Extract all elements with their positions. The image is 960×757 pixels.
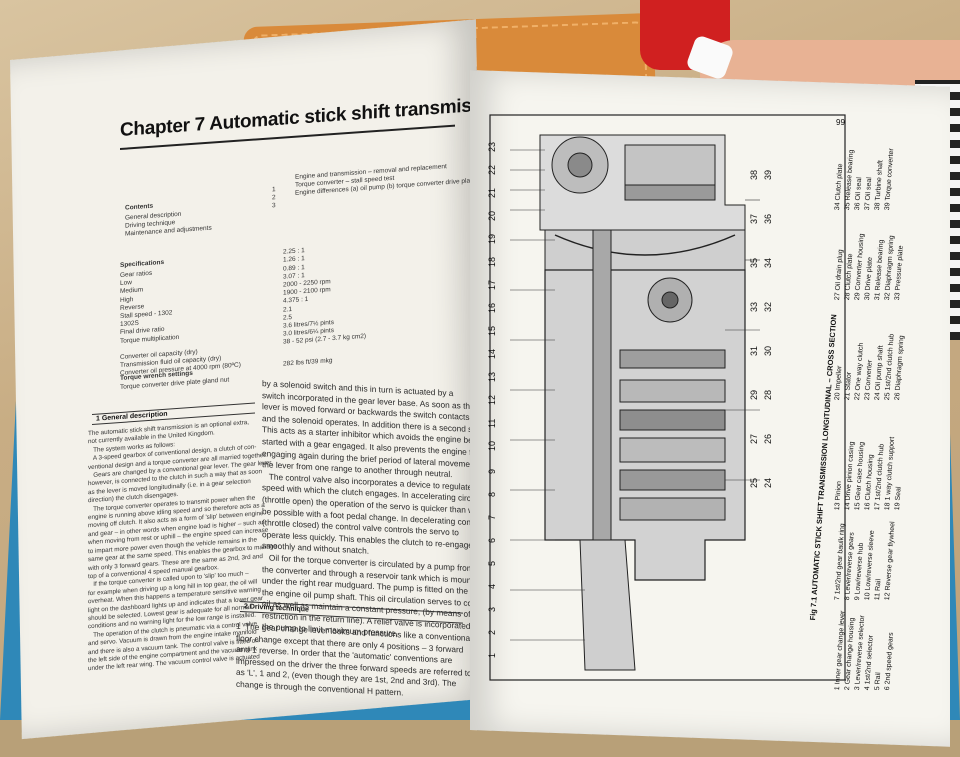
callout-number: 9: [487, 469, 497, 474]
callout-number: 8: [487, 492, 497, 497]
callout-number: 19: [487, 234, 497, 244]
page-number: 99: [836, 118, 845, 127]
callout-number: 39: [763, 170, 773, 180]
section-2-text: 1 The gear change lever looks and functi…: [236, 620, 472, 698]
callout-number: 20: [487, 211, 497, 221]
callout-number: 16: [487, 303, 497, 313]
callout-number: 11: [487, 419, 497, 428]
callout-number: 10: [487, 441, 497, 451]
callout-number: 6: [487, 538, 497, 543]
callout-number: 2: [487, 630, 497, 635]
callout-number: 28: [763, 390, 773, 400]
callout-number: 33: [749, 302, 759, 312]
callout-number: 1: [487, 653, 497, 658]
callout-number: 34: [763, 258, 773, 268]
callout-number: 29: [749, 390, 759, 400]
legend-item: 11 Rail: [874, 578, 883, 601]
callout-number: 31: [749, 346, 759, 356]
callout-number: 15: [487, 326, 497, 336]
callout-number: 37: [749, 214, 759, 224]
callout-number: 7: [487, 515, 497, 520]
callout-number: 12: [487, 395, 497, 405]
callout-number: 21: [487, 188, 497, 198]
callout-number: 14: [487, 349, 497, 359]
callout-number: 27: [749, 434, 759, 444]
callout-number: 5: [487, 561, 497, 566]
callout-number: 38: [749, 170, 759, 180]
callout-number: 13: [487, 372, 497, 382]
callout-number: 3: [487, 607, 497, 612]
callout-number: 30: [763, 346, 773, 356]
callout-number: 26: [763, 434, 773, 444]
legend-item: 5 Rail: [874, 672, 883, 691]
callout-number: 22: [487, 165, 497, 175]
callout-number: 18: [487, 257, 497, 267]
callout-number: 36: [763, 214, 773, 224]
callout-number: 17: [487, 280, 497, 290]
callout-number: 25: [749, 478, 759, 488]
callout-number: 23: [487, 142, 497, 152]
callout-number: 4: [487, 584, 497, 589]
callout-number: 24: [763, 478, 773, 488]
callout-number: 35: [749, 258, 759, 268]
callout-number: 32: [763, 302, 773, 312]
